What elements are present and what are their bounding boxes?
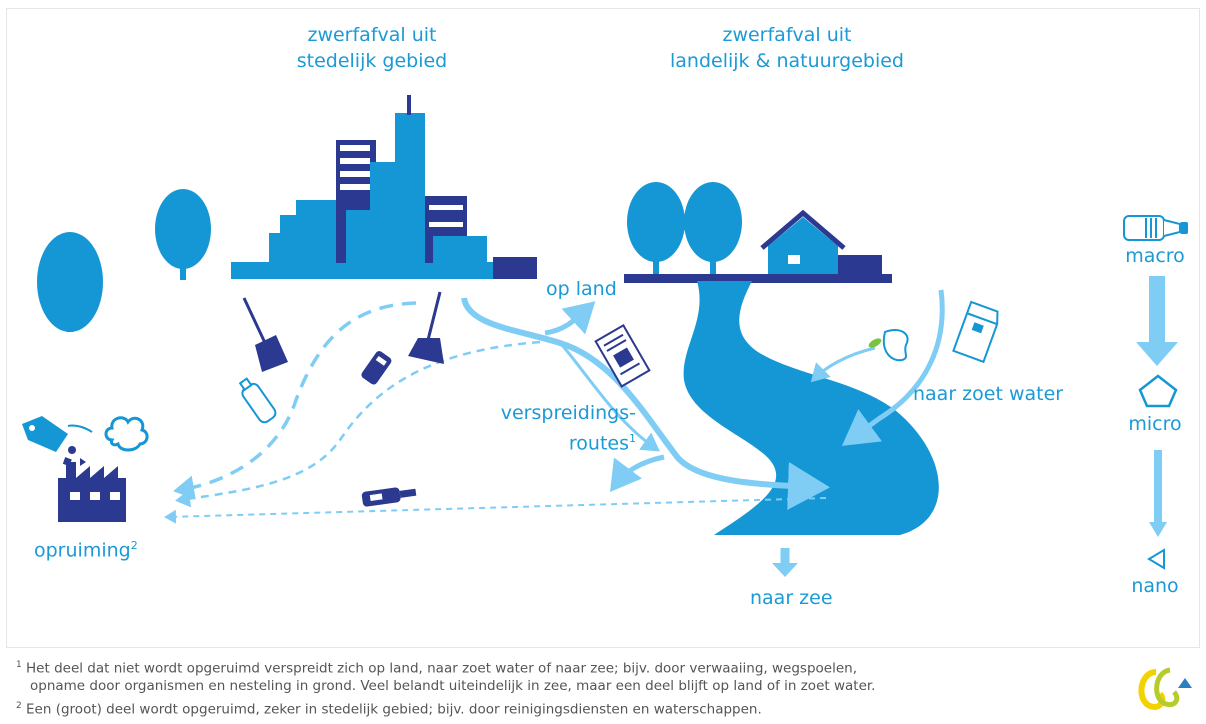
footnote-1-line1: Het deel dat niet wordt opgeruimd verspr… — [26, 660, 857, 677]
diagram-frame — [6, 8, 1200, 648]
label-to-fresh-water: naar zoet water — [913, 383, 1064, 405]
footnote-2-number: 2 — [16, 701, 22, 711]
city-skyline-icon — [231, 95, 537, 279]
broom-icon-left — [242, 297, 288, 372]
river-icon — [683, 281, 939, 535]
cleanup-text: opruiming — [34, 539, 131, 562]
glass-bottle-icon — [361, 487, 417, 507]
label-spread-routes: verspreidings- routes1 — [490, 400, 636, 456]
urban-title: zwerfafval uit stedelijk gebied — [282, 22, 462, 74]
can-icon — [361, 351, 392, 385]
apple-core-icon — [868, 328, 909, 362]
label-to-sea: naar zee — [750, 587, 833, 609]
label-nano: nano — [1131, 575, 1179, 597]
rural-title-line2: landelijk & natuurgebied — [670, 50, 904, 72]
label-micro: micro — [1128, 413, 1182, 435]
spread-routes-line1: verspreidings- — [500, 402, 636, 424]
spread-routes-footnote-ref: 1 — [629, 432, 636, 445]
label-macro: macro — [1125, 245, 1185, 267]
factory-icon — [58, 462, 126, 522]
tree-icon-left — [37, 232, 103, 332]
micro-pentagon-icon — [1138, 374, 1178, 408]
nano-triangle-icon — [1147, 548, 1165, 570]
logo-icon — [1138, 667, 1192, 710]
spread-routes-text: routes — [568, 432, 629, 455]
broom-icon-right — [408, 291, 444, 364]
urban-title-line2: stedelijk gebied — [296, 50, 448, 72]
footnote-2: 2 Een (groot) deel wordt opgeruimd, zeke… — [16, 697, 762, 719]
footnote-1-number: 1 — [16, 660, 22, 670]
urban-title-line1: zwerfafval uit — [307, 24, 437, 46]
macro-bottle-icon — [1123, 215, 1188, 241]
footnote-1-line2: opname door organismen en nesteling in g… — [30, 678, 876, 694]
cleanup-footnote-ref: 2 — [130, 539, 138, 552]
bottle-icon — [238, 377, 277, 424]
milk-carton-icon — [952, 300, 999, 364]
rural-landscape-icon — [624, 182, 892, 283]
micro-to-nano-arrow — [1149, 450, 1167, 537]
spread-routes-line2: routes1 — [490, 426, 636, 456]
cloud-icon — [104, 416, 149, 452]
waste-tag-icon — [22, 416, 93, 467]
footnote-2-text: Een (groot) deel wordt opgeruimd, zeker … — [26, 701, 762, 718]
tree-icon-center — [155, 189, 211, 280]
label-cleanup: opruiming2 — [34, 533, 138, 563]
label-on-land: op land — [546, 278, 617, 300]
footnote-1-continued: opname door organismen en nesteling in g… — [30, 677, 875, 695]
spreading-routes — [164, 289, 945, 577]
newspaper-icon — [594, 323, 651, 388]
rural-title: zwerfafval uit landelijk & natuurgebied — [652, 22, 922, 74]
macro-to-micro-arrow — [1136, 276, 1178, 366]
footnote-1: 1 Het deel dat niet wordt opgeruimd vers… — [16, 656, 857, 678]
rural-title-line1: zwerfafval uit — [722, 24, 852, 46]
